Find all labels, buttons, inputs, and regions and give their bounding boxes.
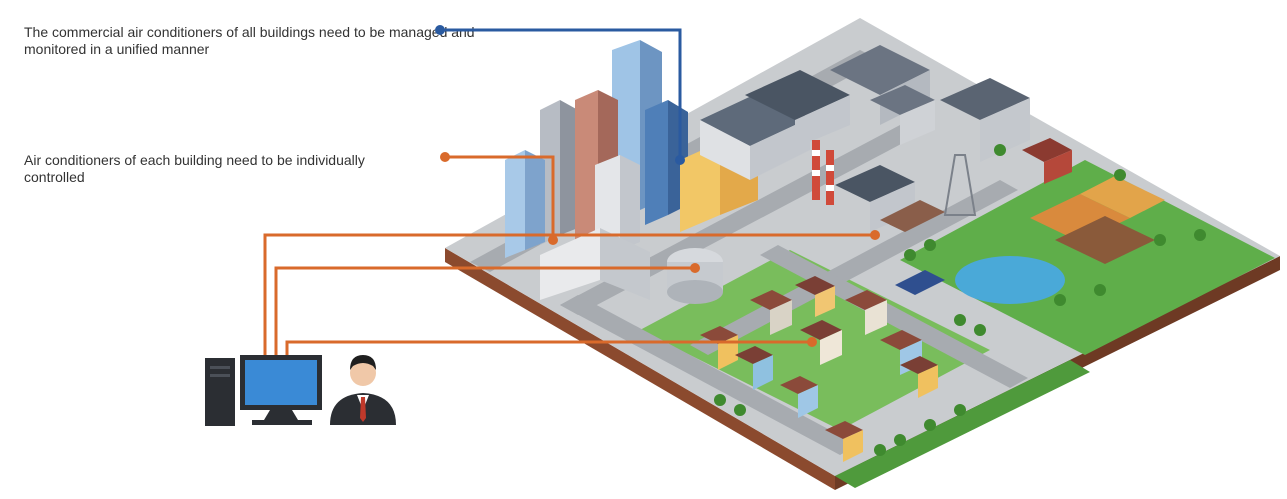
orange-connectors — [263, 155, 875, 355]
individual-ac-annotation: Air conditioners of each building need t… — [24, 152, 365, 185]
downtown-buildings — [505, 40, 758, 304]
commercial-ac-annotation: The commercial air conditioners of all b… — [24, 24, 475, 57]
blue-connector — [440, 28, 682, 160]
industrial-zone — [700, 45, 1072, 232]
blue-connector-end-dot — [675, 155, 685, 165]
residential-houses — [700, 276, 938, 462]
operator-person-icon — [330, 355, 396, 425]
blue-connector-start-dot — [435, 25, 445, 35]
trees — [714, 144, 1206, 456]
orange-connector-dots — [440, 152, 880, 347]
desktop-computer-icon — [205, 355, 322, 426]
